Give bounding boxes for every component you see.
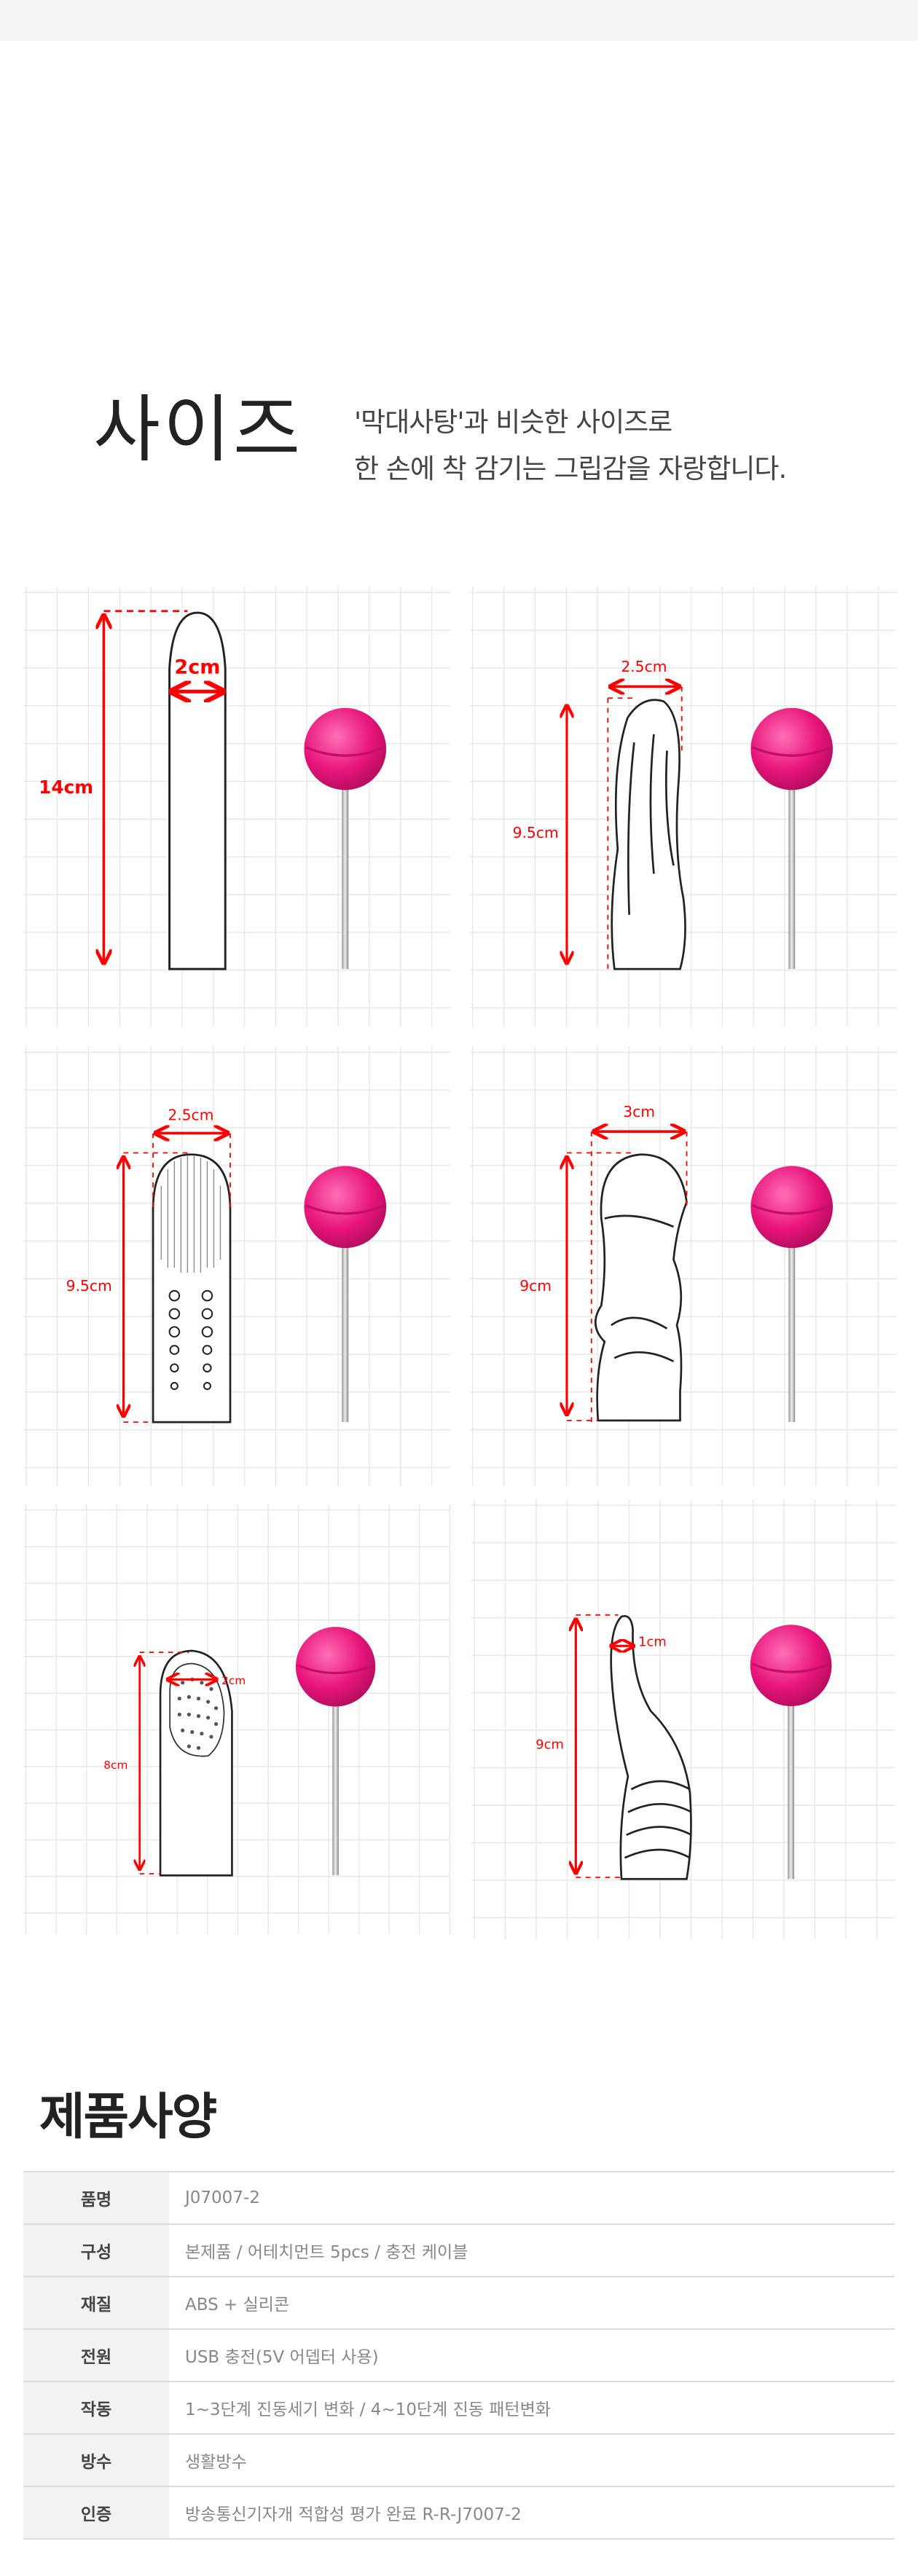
height-label: 9cm	[536, 1737, 564, 1752]
product-outline	[595, 1153, 688, 1422]
lollipop-icon	[304, 1166, 387, 1423]
width-label: 2cm	[221, 1674, 246, 1687]
texture-dots	[168, 1289, 213, 1391]
width-label: 3cm	[623, 1103, 655, 1120]
lollipop-icon	[295, 1627, 376, 1876]
size-panel-6: 1cm 9cm	[470, 1499, 897, 1939]
width-label: 2cm	[174, 656, 220, 678]
lollipop-icon	[750, 1625, 832, 1880]
table-row: 작동 1~3단계 진동세기 변화 / 4~10단계 진동 패턴변화	[23, 2381, 895, 2434]
size-section-title: 사이즈	[93, 387, 303, 472]
spec-value: USB 충전(5V 어뎁터 사용)	[185, 2348, 379, 2367]
spec-value: ABS + 실리콘	[185, 2296, 290, 2314]
table-row: 품명 J07007-2	[23, 2172, 895, 2224]
table-row: 구성 본제품 / 어테치먼트 5pcs / 충전 케이블	[23, 2224, 895, 2277]
top-bar	[0, 0, 918, 41]
spec-label: 구성	[23, 2224, 169, 2277]
grid-background	[23, 586, 450, 1026]
size-panel-4: 3cm 9cm	[470, 1046, 897, 1486]
texture-nubs	[169, 1662, 225, 1757]
spec-value: 생활방수	[185, 2453, 247, 2472]
spec-value: 본제품 / 어테치먼트 5pcs / 충전 케이블	[185, 2243, 468, 2262]
spec-label: 품명	[23, 2172, 169, 2224]
size-panel-1: 2cm 14cm	[23, 586, 450, 1026]
table-row: 재질 ABS + 실리콘	[23, 2277, 895, 2329]
height-label: 9.5cm	[66, 1277, 112, 1295]
lollipop-icon	[750, 707, 833, 970]
spec-value: J07007-2	[185, 2188, 260, 2207]
lollipop-icon	[750, 1166, 833, 1423]
product-outline	[152, 1153, 232, 1424]
spec-label: 작동	[23, 2381, 169, 2434]
product-outline	[610, 1615, 692, 1880]
spec-label: 방수	[23, 2434, 169, 2486]
texture-ridges	[160, 1156, 221, 1273]
size-section-subtitle: '막대사탕'과 비슷한 사이즈로 한 손에 착 감기는 그립감을 자랑합니다.	[354, 399, 787, 492]
product-outline	[611, 699, 686, 970]
table-row: 전원 USB 충전(5V 어뎁터 사용)	[23, 2329, 895, 2381]
width-label: 2.5cm	[168, 1106, 213, 1123]
width-label: 1cm	[638, 1634, 667, 1649]
table-row: 방수 생활방수	[23, 2434, 895, 2486]
spec-value: 1~3단계 진동세기 변화 / 4~10단계 진동 패턴변화	[185, 2400, 551, 2419]
spec-label: 전원	[23, 2329, 169, 2381]
lollipop-icon	[304, 707, 387, 970]
size-panel-2: 2.5cm 9.5cm	[470, 586, 897, 1026]
height-label: 9.5cm	[513, 824, 559, 841]
size-panel-5: 2cm 8cm	[23, 1499, 450, 1939]
spec-table: 품명 J07007-2 구성 본제품 / 어테치먼트 5pcs / 충전 케이블 재…	[23, 2171, 895, 2540]
table-row: 인증 방송통신기자개 적합성 평가 완료 R-R-J7007-2	[23, 2486, 895, 2539]
height-label: 8cm	[103, 1759, 128, 1772]
subtitle-line-2: 한 손에 착 감기는 그립감을 자랑합니다.	[354, 453, 787, 484]
texture-dots	[177, 1677, 219, 1750]
spec-value: 방송통신기자개 적합성 평가 완료 R-R-J7007-2	[185, 2505, 522, 2524]
size-panel-3: 2.5cm 9.5cm	[23, 1046, 450, 1486]
spec-section-title: 제품사양	[39, 2089, 217, 2146]
spec-label: 재질	[23, 2277, 169, 2329]
height-label: 14cm	[39, 777, 93, 798]
width-label: 2.5cm	[621, 658, 667, 675]
height-label: 9cm	[519, 1277, 552, 1295]
subtitle-line-1: '막대사탕'과 비슷한 사이즈로	[354, 407, 672, 438]
spec-label: 인증	[23, 2486, 169, 2539]
